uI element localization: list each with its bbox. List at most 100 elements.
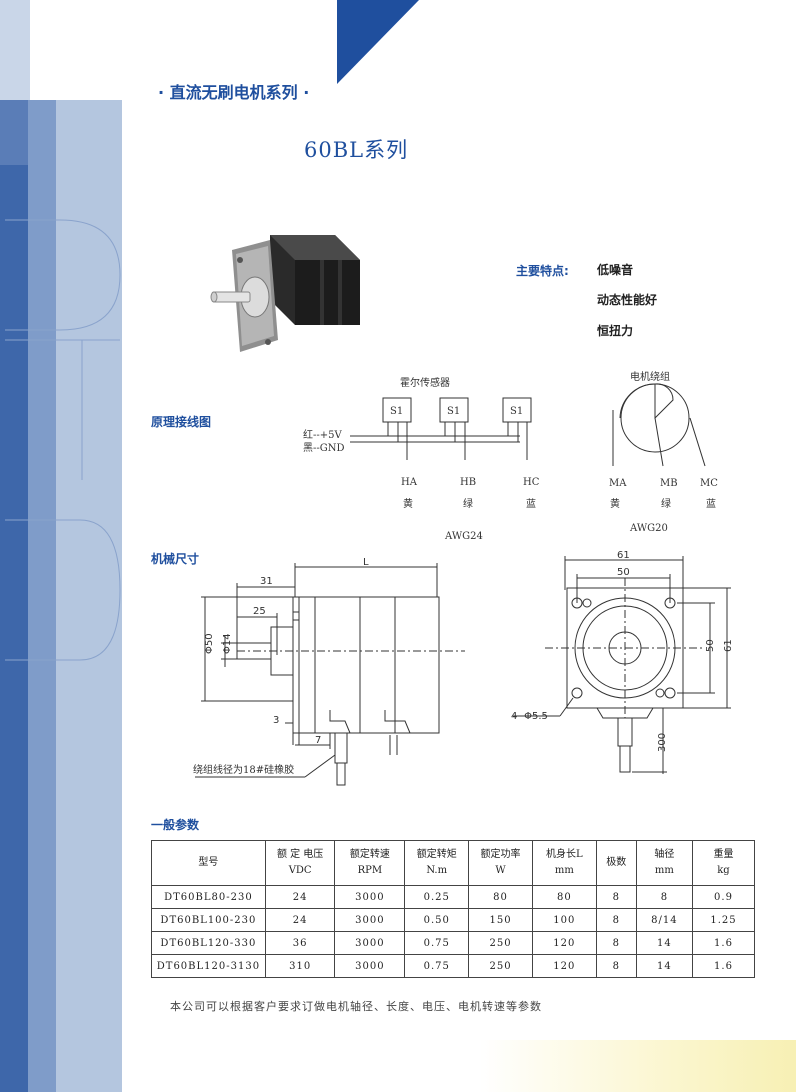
side-view-drawing: L 31 25 Φ50 Φ14 3 7 绕组线径为18#硅橡胶: [193, 557, 465, 786]
dim-lead-length: 300: [657, 733, 668, 752]
cell-length: 120: [531, 954, 597, 978]
dim-25: 25: [253, 606, 266, 617]
motor-gauge-label: AWG20: [629, 523, 668, 534]
cell-model: DT60BL120-3130: [151, 954, 266, 978]
hall-color-label: 蓝: [526, 498, 536, 510]
dim-50-vertical: 50: [705, 639, 716, 652]
motor-color-label: 黄: [610, 497, 620, 510]
motor-color-label: 蓝: [706, 498, 716, 510]
cell-power: 250: [468, 931, 533, 955]
decor-bottom-glow: [480, 1040, 796, 1092]
cell-torque: 0.75: [404, 954, 470, 978]
cell-shaft: 8: [635, 885, 693, 909]
cell-weight: 0.9: [691, 885, 756, 909]
table-row: DT60BL80-230 24 3000 0.25 80 80 8 8 0.9: [151, 885, 756, 909]
cell-torque: 0.75: [404, 931, 470, 955]
cell-shaft: 14: [635, 931, 693, 955]
decor-band-dark: [0, 165, 28, 1092]
motor-color-label: 绿: [661, 497, 671, 510]
header-model: 型号: [151, 840, 266, 886]
cell-power: 80: [468, 885, 533, 909]
cell-weight: 1.6: [691, 931, 756, 955]
dim-50: 50: [617, 567, 630, 578]
cell-poles: 8: [595, 908, 637, 932]
cell-shaft: 8/14: [635, 908, 693, 932]
dim-7: 7: [315, 735, 321, 746]
decor-letters-outline: [5, 219, 121, 661]
dim-61-vertical: 61: [723, 639, 734, 652]
params-section-label: 一般参数: [151, 818, 200, 832]
cell-torque: 0.25: [404, 885, 470, 909]
motor-lead-label: MB: [660, 478, 678, 489]
dim-phi14: Φ14: [222, 633, 233, 654]
cell-shaft: 14: [635, 954, 693, 978]
hall-lead-label: HA: [401, 477, 418, 488]
sensor-box-label: S1: [447, 406, 460, 417]
cell-poles: 8: [595, 931, 637, 955]
mechanical-section-label: 机械尺寸: [151, 552, 200, 566]
cell-length: 80: [531, 885, 597, 909]
dim-31: 31: [260, 576, 273, 587]
feature-item: 低噪音: [597, 263, 634, 277]
motor-lead-label: MC: [700, 478, 718, 489]
hall-title: 霍尔传感器: [400, 376, 450, 389]
cell-torque: 0.50: [404, 908, 470, 932]
cell-speed: 3000: [334, 908, 406, 932]
params-footnote: 本公司可以根据客户要求订做电机轴径、长度、电压、电机转速等参数: [170, 1000, 542, 1013]
cell-model: DT60BL120-330: [151, 931, 266, 955]
cell-length: 100: [531, 908, 597, 932]
hall-color-label: 绿: [463, 497, 473, 510]
motor-photo-icon: [210, 235, 360, 352]
cell-speed: 3000: [334, 954, 406, 978]
dim-3: 3: [273, 715, 279, 726]
table-row: DT60BL120-3130 310 3000 0.75 250 120 8 1…: [151, 954, 756, 978]
cell-speed: 3000: [334, 931, 406, 955]
hall-gauge-label: AWG24: [444, 531, 483, 542]
cell-weight: 1.25: [691, 908, 756, 932]
series-banner: · 直流无刷电机系列 ·: [158, 83, 310, 102]
cell-voltage: 24: [264, 908, 336, 932]
hall-lead-label: HB: [460, 477, 476, 488]
cell-power: 250: [468, 954, 533, 978]
sensor-box-label: S1: [390, 406, 403, 417]
sensor-box-label: S1: [510, 406, 523, 417]
header-poles: 极数: [595, 840, 637, 886]
cell-poles: 8: [595, 954, 637, 978]
decor-corner-triangle: [337, 0, 419, 84]
dim-phi50: Φ50: [204, 633, 215, 654]
cell-voltage: 36: [264, 931, 336, 955]
decor-band-dark-top: [0, 100, 28, 165]
table-row: DT60BL120-330 36 3000 0.75 250 120 8 14 …: [151, 931, 756, 955]
cell-model: DT60BL100-230: [151, 908, 266, 932]
page-title: 60BL系列: [304, 138, 409, 162]
decor-band-top: [0, 0, 30, 100]
cell-weight: 1.6: [691, 954, 756, 978]
winding-title: 电机绕组: [630, 370, 670, 383]
wiring-diagram: 霍尔传感器 S1 S1 S1 红--+5V 黑--GND HA HB HC 黄 …: [303, 370, 718, 542]
dim-holes: 4- Φ5.5: [511, 711, 548, 722]
front-view-drawing: 61 50 50 61 4- Φ5.5 300: [511, 550, 734, 774]
power-red-label: 红--+5V: [303, 428, 342, 441]
cell-voltage: 24: [264, 885, 336, 909]
dim-61: 61: [617, 550, 630, 561]
feature-item: 恒扭力: [597, 324, 634, 338]
hall-color-label: 黄: [403, 497, 413, 510]
feature-item: 动态性能好: [597, 293, 658, 307]
dim-length: L: [363, 557, 369, 568]
wiring-section-label: 原理接线图: [151, 415, 212, 429]
cable-note: 绕组线径为18#硅橡胶: [193, 763, 294, 776]
cell-model: DT60BL80-230: [151, 885, 266, 909]
hall-lead-label: HC: [523, 477, 540, 488]
motor-lead-label: MA: [609, 478, 627, 489]
features-label: 主要特点:: [516, 264, 569, 278]
cell-poles: 8: [595, 885, 637, 909]
cell-voltage: 310: [264, 954, 336, 978]
